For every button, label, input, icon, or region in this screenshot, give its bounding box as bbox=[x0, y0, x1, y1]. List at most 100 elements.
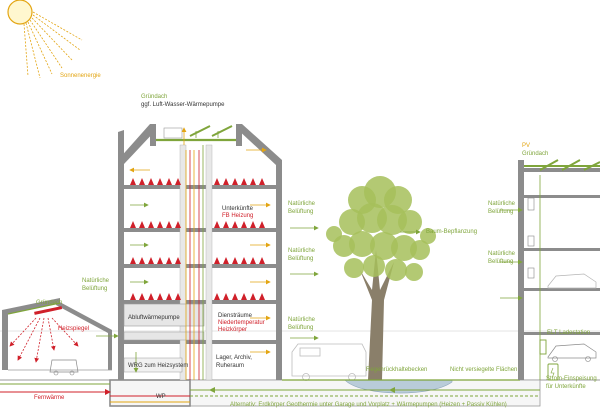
exhaust-heat-pump-label: Abluftwärmepumpe bbox=[128, 315, 180, 321]
heater-mark bbox=[175, 293, 181, 300]
heater-mark bbox=[130, 178, 136, 185]
left-annex bbox=[2, 298, 112, 376]
retention-basin-label: Regenrückhaltebecken bbox=[366, 367, 428, 373]
low-temp-label: Niedertemperatur bbox=[218, 320, 265, 326]
roof-main-sub-label: ggf. Luft-Wasser-Wärmepumpe bbox=[141, 102, 225, 108]
right-garage bbox=[518, 159, 600, 381]
heater-mark bbox=[175, 221, 181, 228]
heater-mark bbox=[214, 178, 220, 185]
heater-mark bbox=[214, 221, 220, 228]
heater-mark bbox=[157, 221, 163, 228]
heater-mark bbox=[223, 178, 229, 185]
ev-charging-label: ELT Ladestation bbox=[547, 330, 591, 336]
main-building bbox=[118, 124, 282, 381]
right-airflow bbox=[500, 207, 523, 301]
heater-mark bbox=[232, 178, 238, 185]
heater-mark bbox=[130, 293, 136, 300]
heater-mark bbox=[259, 293, 265, 300]
power-feed-label: Strom-Einspeisung für Unterkünfte bbox=[546, 376, 597, 390]
heater-mark bbox=[157, 293, 163, 300]
vent-left-label: Natürliche Belüftung bbox=[82, 278, 110, 292]
bottom-pipes bbox=[0, 383, 540, 403]
tree-planting-label: Baum-Bepflanzung bbox=[426, 229, 478, 235]
heater-mark bbox=[223, 221, 229, 228]
heater-mark bbox=[166, 257, 172, 264]
heater-mark bbox=[259, 221, 265, 228]
heater-mark bbox=[139, 221, 145, 228]
foliage-cluster bbox=[370, 232, 398, 260]
heat-mirror-label: Heizspiegel bbox=[58, 326, 90, 332]
van bbox=[291, 343, 367, 381]
heater-mark bbox=[214, 257, 220, 264]
mid-airflow bbox=[290, 225, 421, 341]
heater-mark bbox=[241, 257, 247, 264]
roof-pv-main bbox=[189, 125, 233, 138]
vent-mid3-label: Natürliche Belüftung bbox=[288, 317, 316, 331]
radiator-label: Heizkörper bbox=[218, 327, 248, 333]
heater-mark bbox=[148, 178, 154, 185]
heater-mark bbox=[166, 293, 172, 300]
heater-mark bbox=[175, 178, 181, 185]
heater-mark bbox=[232, 257, 238, 264]
heater-mark bbox=[166, 178, 172, 185]
roof-right-label: Gründach bbox=[522, 151, 549, 157]
heater-mark bbox=[232, 293, 238, 300]
foliage-cluster bbox=[405, 263, 423, 281]
heater-mark bbox=[139, 293, 145, 300]
vent-right2-label: Natürliche Belüftung bbox=[488, 251, 516, 265]
vent-right1-label: Natürliche Belüftung bbox=[488, 201, 516, 215]
foliage-cluster bbox=[385, 259, 407, 281]
heater-mark bbox=[250, 178, 256, 185]
heater-mark bbox=[139, 178, 145, 185]
sun-icon bbox=[7, 0, 83, 79]
foliage-cluster bbox=[398, 210, 422, 234]
heater-mark bbox=[214, 293, 220, 300]
heater-mark bbox=[223, 257, 229, 264]
heater-mark bbox=[148, 293, 154, 300]
foliage-cluster bbox=[344, 258, 364, 278]
heater-mark bbox=[175, 257, 181, 264]
vent-mid1-label: Natürliche Belüftung bbox=[288, 201, 316, 215]
unsealed-surfaces-label: Nicht versiegelte Flächen bbox=[450, 367, 518, 373]
heater-mark bbox=[259, 178, 265, 185]
floor-heating-label: FB Heizung bbox=[222, 213, 254, 219]
foliage-cluster bbox=[349, 231, 375, 257]
sun-label: Sonnenenergie bbox=[60, 73, 101, 79]
heater-mark bbox=[157, 257, 163, 264]
roof-main-label: Gründach bbox=[141, 94, 168, 100]
heater-mark bbox=[157, 178, 163, 185]
heater-mark bbox=[166, 221, 172, 228]
geothermal-label: Alternativ: Erdkörper Geothermie unter G… bbox=[230, 402, 507, 408]
foliage-cluster bbox=[420, 228, 436, 244]
heater-mark bbox=[241, 178, 247, 185]
vent-mid2-label: Natürliche Belüftung bbox=[288, 248, 316, 262]
service-rooms-label: Diensträume bbox=[218, 313, 253, 319]
heater-mark bbox=[148, 257, 154, 264]
main-building-airflow bbox=[96, 127, 271, 373]
heater-mark bbox=[139, 257, 145, 264]
storage-label: Lager, Archiv, Ruheraum bbox=[216, 355, 252, 369]
tree-illustration bbox=[326, 176, 436, 380]
roof-left-label: Gründach bbox=[36, 300, 63, 306]
heater-mark bbox=[250, 221, 256, 228]
heater-mark bbox=[130, 257, 136, 264]
heat-recovery-label: WRG zum Heizsystem bbox=[128, 363, 189, 369]
heater-mark bbox=[148, 221, 154, 228]
heater-mark bbox=[232, 221, 238, 228]
heater-mark bbox=[241, 293, 247, 300]
accommodation-label: Unterkünfte bbox=[222, 206, 254, 212]
heater-mark bbox=[259, 257, 265, 264]
heater-mark bbox=[130, 221, 136, 228]
pv-label: PV bbox=[522, 143, 531, 149]
foliage-cluster bbox=[326, 226, 342, 242]
foliage-cluster bbox=[391, 235, 417, 261]
foliage-cluster bbox=[363, 255, 385, 277]
heater-mark bbox=[250, 293, 256, 300]
heat-pump-label: WP bbox=[156, 394, 166, 400]
foliage-cluster bbox=[410, 240, 430, 260]
district-heating-label: Fernwärme bbox=[34, 395, 65, 401]
heater-mark bbox=[241, 221, 247, 228]
heater-mark bbox=[250, 257, 256, 264]
heater-mark bbox=[223, 293, 229, 300]
